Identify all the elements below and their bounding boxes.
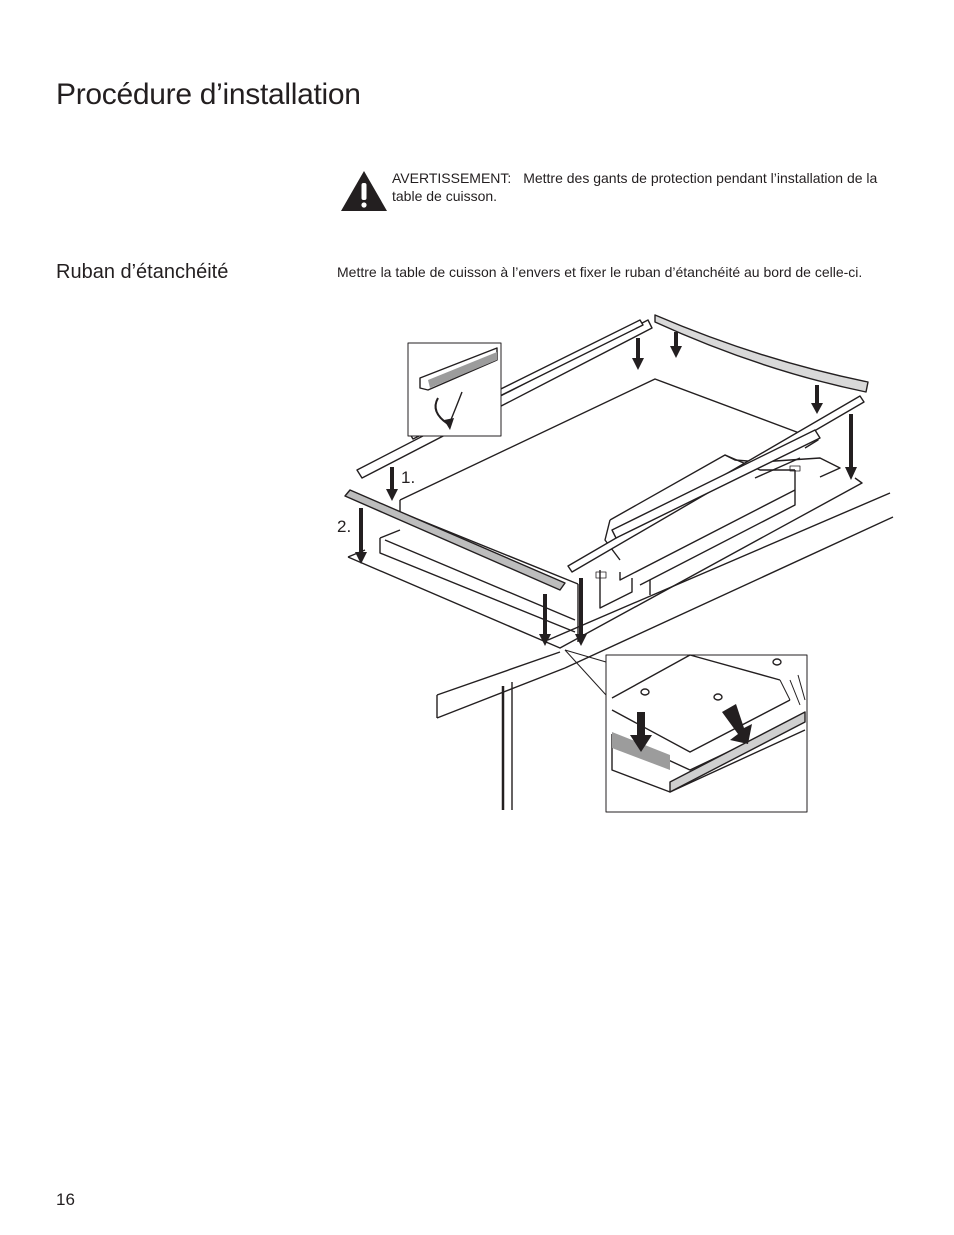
page-number: 16 (56, 1190, 75, 1209)
warning-label: AVERTISSEMENT: (392, 170, 512, 186)
placement-arrows (355, 332, 857, 646)
countertop (436, 492, 894, 810)
peel-detail-inset (407, 342, 502, 437)
step-1-label: 1. (401, 468, 415, 487)
step-2-label: 2. (337, 517, 351, 536)
warning-text: Mettre des gants de protection pendant l… (392, 170, 878, 204)
sealing-tape-illustration: 1. 2. (337, 314, 894, 813)
warning-triangle-icon (341, 171, 387, 211)
sealing-tape-strips (344, 314, 869, 591)
warning-message: AVERTISSEMENT: Mettre des gants de prote… (392, 169, 892, 205)
corner-detail-inset (564, 649, 808, 813)
section-heading: Ruban d’étanchéité (56, 261, 229, 283)
section-text: Mettre la table de cuisson à l’envers et… (337, 264, 863, 280)
page-title: Procédure d’installation (56, 78, 361, 111)
